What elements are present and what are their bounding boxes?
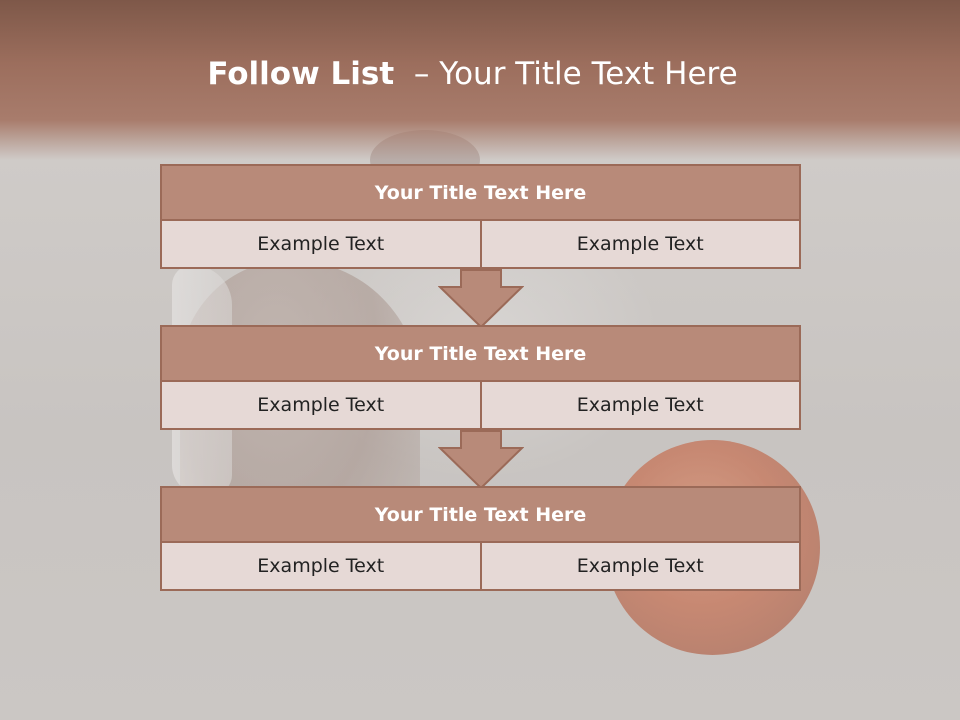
step-cell-right: Example Text — [481, 221, 801, 269]
step-title: Your Title Text Here — [160, 325, 801, 382]
step-block-3: Your Title Text Here Example Text Exampl… — [160, 486, 801, 591]
step-row: Example Text Example Text — [160, 221, 801, 269]
title-bold: Follow List — [207, 56, 395, 92]
step-title: Your Title Text Here — [160, 164, 801, 221]
step-cell-left: Example Text — [160, 543, 482, 591]
step-cell-right: Example Text — [481, 382, 801, 430]
step-row: Example Text Example Text — [160, 382, 801, 430]
step-block-1: Your Title Text Here Example Text Exampl… — [160, 164, 801, 269]
title-rest: – Your Title Text Here — [413, 56, 738, 92]
step-cell-right: Example Text — [481, 543, 801, 591]
step-cell-left: Example Text — [160, 221, 482, 269]
step-block-2: Your Title Text Here Example Text Exampl… — [160, 325, 801, 430]
down-arrow-icon — [438, 269, 524, 329]
step-cell-left: Example Text — [160, 382, 482, 430]
step-title: Your Title Text Here — [160, 486, 801, 543]
slide-title: Follow List – Your Title Text Here — [0, 56, 945, 92]
header-band — [0, 0, 960, 160]
step-row: Example Text Example Text — [160, 543, 801, 591]
down-arrow-icon — [438, 430, 524, 490]
